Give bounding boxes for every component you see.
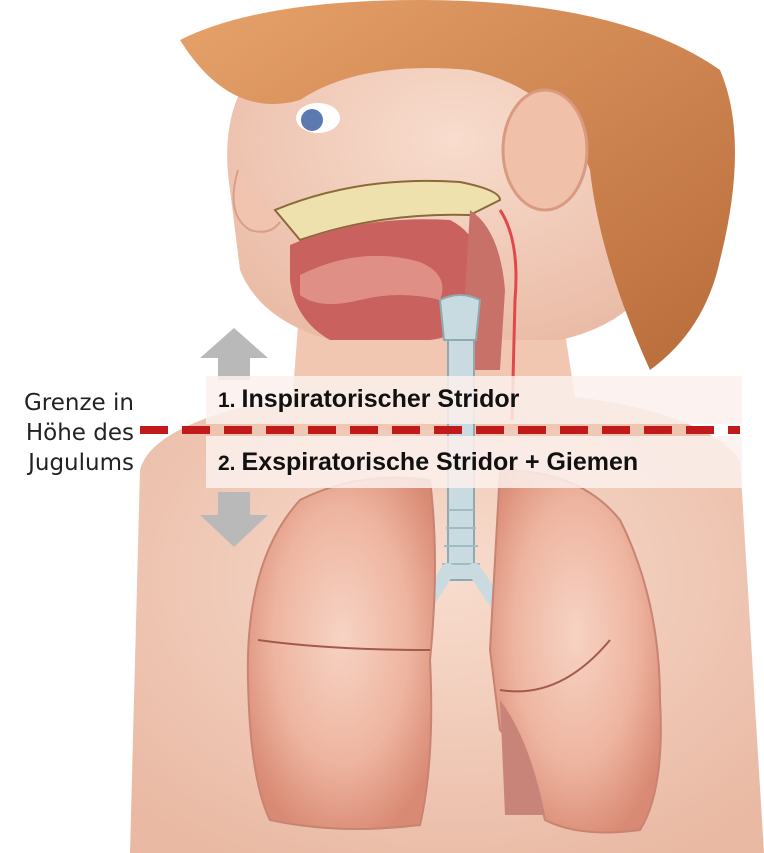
- zone-1-number: 1.: [218, 389, 236, 412]
- boundary-label: Grenze in Höhe des Jugulums: [4, 388, 134, 478]
- boundary-label-line-2: Höhe des: [4, 418, 134, 448]
- zone-2-label: 2. Exspiratorische Stridor + Giemen: [206, 436, 742, 488]
- zone-1-text: Inspiratorischer Stridor: [242, 385, 520, 413]
- boundary-label-line-1: Grenze in: [4, 388, 134, 418]
- up-arrow: [200, 328, 268, 380]
- larynx: [440, 295, 480, 340]
- ear: [503, 90, 587, 210]
- zone-2-number: 2.: [218, 452, 236, 475]
- boundary-label-line-3: Jugulums: [4, 448, 134, 478]
- iris: [301, 109, 323, 131]
- zone-2-text: Exspiratorische Stridor + Giemen: [242, 448, 639, 476]
- zone-1-label: 1. Inspiratorischer Stridor: [206, 376, 742, 424]
